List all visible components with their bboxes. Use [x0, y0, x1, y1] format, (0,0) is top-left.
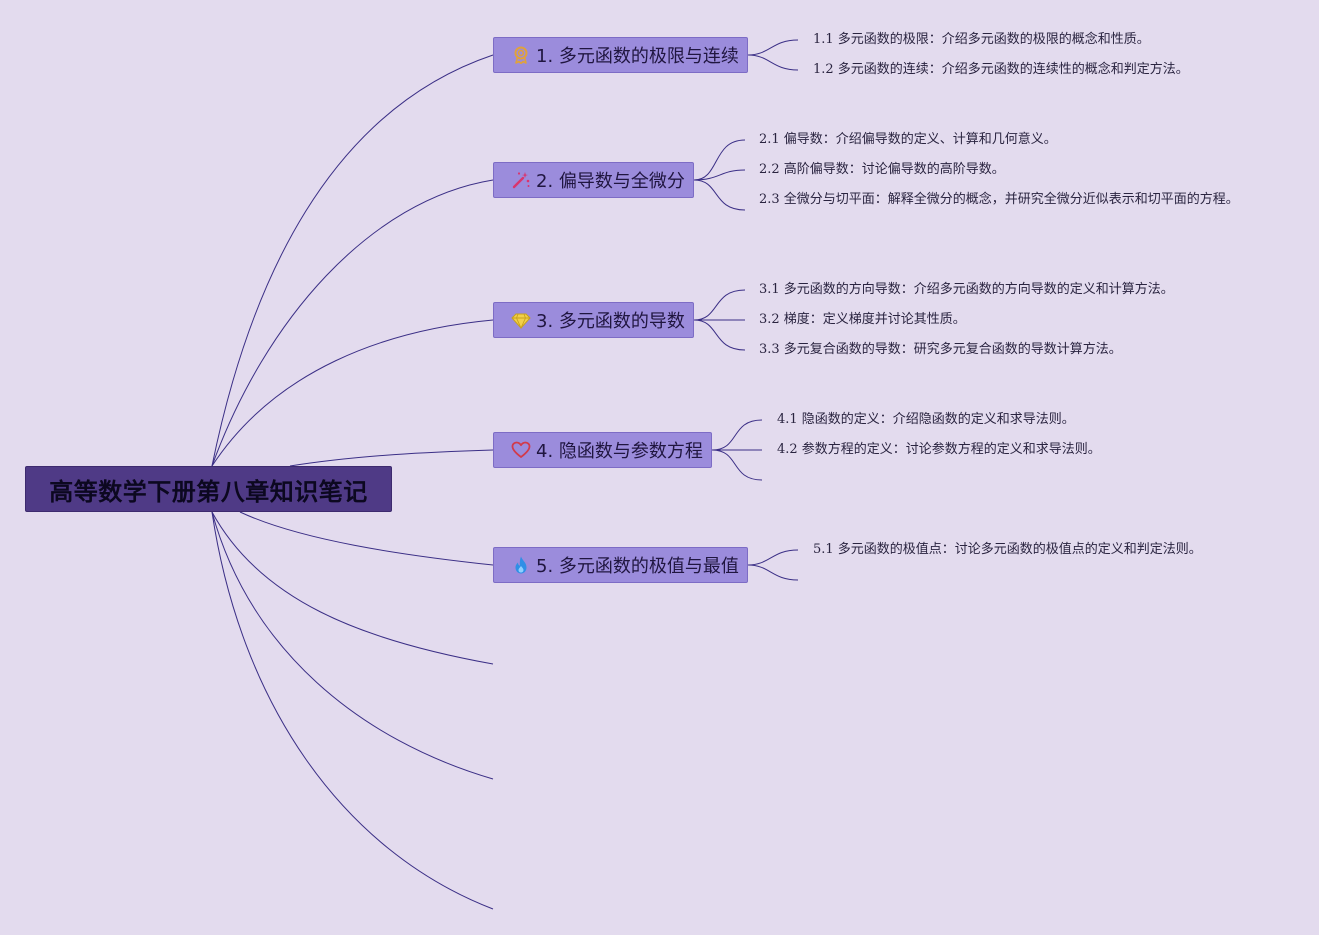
link-topic-5-sub-1: [747, 549, 799, 566]
topic-3-sub-2[interactable]: 3.2 梯度：定义梯度并讨论其性质。: [759, 312, 966, 327]
topic-3[interactable]: 3. 多元函数的导数: [493, 302, 694, 338]
link-root-empty-2: [211, 511, 494, 780]
link-topic-3-sub-1: [693, 289, 746, 321]
topic-2-sub-1[interactable]: 2.1 偏导数：介绍偏导数的定义、计算和几何意义。: [759, 132, 1057, 147]
link-topic-2-sub-3: [693, 179, 746, 211]
topic-5-sub-1[interactable]: 5.1 多元函数的极值点：讨论多元函数的极值点的定义和判定法则。: [813, 542, 1202, 557]
link-root-topic-2: [211, 179, 494, 467]
flame-icon: [511, 555, 531, 575]
topic-4-label: 4. 隐函数与参数方程: [536, 441, 703, 462]
topic-2-label: 2. 偏导数与全微分: [536, 171, 685, 192]
topic-3-sub-3[interactable]: 3.3 多元复合函数的导数：研究多元复合函数的导数计算方法。: [759, 342, 1122, 357]
link-topic-5-sub-2: [747, 564, 799, 581]
link-topic-2-sub-2: [693, 169, 746, 181]
topic-1-sub-2[interactable]: 1.2 多元函数的连续：介绍多元函数的连续性的概念和判定方法。: [813, 62, 1189, 77]
topic-2-sub-3[interactable]: 2.3 全微分与切平面：解释全微分的概念，并研究全微分近似表示和切平面的方程。: [759, 192, 1239, 207]
topic-4[interactable]: 4. 隐函数与参数方程: [493, 432, 712, 468]
link-root-topic-3: [211, 319, 494, 467]
link-root-empty-1: [211, 511, 494, 665]
topic-1[interactable]: 1. 多元函数的极限与连续: [493, 37, 748, 73]
award-ribbon-icon: [511, 45, 531, 65]
diamond-icon: [511, 310, 531, 330]
topic-1-sub-1[interactable]: 1.1 多元函数的极限：介绍多元函数的极限的概念和性质。: [813, 32, 1150, 47]
root-topic[interactable]: 高等数学下册第八章知识笔记: [25, 466, 392, 512]
link-root-empty-3: [211, 511, 494, 910]
link-topic-3-sub-3: [693, 319, 746, 351]
link-topic-4-sub-1: [711, 419, 763, 451]
topic-5[interactable]: 5. 多元函数的极值与最值: [493, 547, 748, 583]
topic-4-sub-1[interactable]: 4.1 隐函数的定义：介绍隐函数的定义和求导法则。: [777, 412, 1075, 427]
link-topic-1-sub-2: [747, 54, 799, 71]
root-title: 高等数学下册第八章知识笔记: [49, 477, 368, 506]
link-topic-2-sub-1: [693, 139, 746, 181]
link-topic-1-sub-1: [747, 39, 799, 56]
link-root-topic-5: [239, 511, 494, 566]
topic-5-label: 5. 多元函数的极值与最值: [536, 556, 739, 577]
topic-3-label: 3. 多元函数的导数: [536, 311, 685, 332]
topic-3-sub-1[interactable]: 3.1 多元函数的方向导数：介绍多元函数的方向导数的定义和计算方法。: [759, 282, 1174, 297]
topic-1-label: 1. 多元函数的极限与连续: [536, 46, 739, 67]
heart-icon: [511, 440, 531, 460]
magic-wand-icon: [511, 170, 531, 190]
topic-4-sub-2[interactable]: 4.2 参数方程的定义：讨论参数方程的定义和求导法则。: [777, 442, 1101, 457]
link-root-topic-4: [289, 449, 494, 467]
topic-2[interactable]: 2. 偏导数与全微分: [493, 162, 694, 198]
link-topic-4-sub-3: [711, 449, 763, 481]
topic-2-sub-2[interactable]: 2.2 高阶偏导数：讨论偏导数的高阶导数。: [759, 162, 1005, 177]
link-root-topic-1: [211, 54, 494, 467]
